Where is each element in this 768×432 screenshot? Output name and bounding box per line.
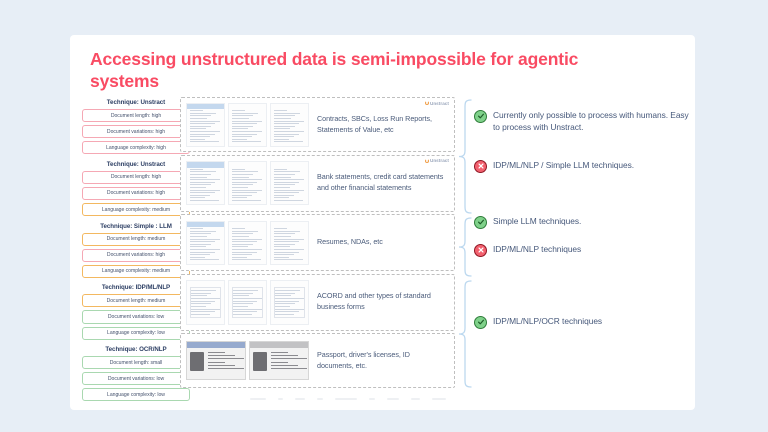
outcome-text: IDP/ML/NLP / Simple LLM techniques. <box>493 160 635 170</box>
technique-title: Technique: IDP/ML/NLP <box>101 284 171 292</box>
document-thumbnail <box>228 220 267 265</box>
document-type-description: Contracts, SBCs, Loss Run Reports, State… <box>317 113 432 134</box>
unstract-watermark: Unstract <box>424 100 449 106</box>
watermark-label: Unstract <box>429 100 449 106</box>
attribute-badge: Document variations: high <box>82 186 190 200</box>
group-bracket <box>458 217 472 277</box>
attribute-badge: Document length: small <box>82 356 190 370</box>
thumbnail-group <box>181 99 313 151</box>
technique-block: Technique: OCR/NLP Document length: small… <box>82 346 190 402</box>
outcome-text: IDP/ML/NLP/OCR techniques <box>493 316 603 326</box>
document-type-description: Bank statements, credit card statements … <box>317 172 444 192</box>
document-thumbnail <box>186 279 225 325</box>
attribute-badge: Document length: medium <box>82 232 190 246</box>
document-thumbnail <box>249 341 309 380</box>
attribute-badge: Language complexity: high <box>82 141 190 155</box>
unstract-logo-icon <box>424 158 429 163</box>
outcome-item: IDP/ML/NLP/OCR techniques <box>474 315 689 329</box>
document-type-row: Passport, driver's licenses, ID document… <box>180 333 455 388</box>
outcome-item: IDP/ML/NLP techniques <box>474 243 689 257</box>
document-thumbnail <box>186 102 225 147</box>
document-type-description: Passport, driver's licenses, ID document… <box>317 349 410 370</box>
attribute-badge: Document variations: low <box>82 310 190 324</box>
outcome-text: Currently only possible to process with … <box>493 110 689 133</box>
thumbnail-group <box>181 276 313 329</box>
document-type-description: Resumes, NDAs, etc <box>317 237 383 247</box>
thumbnail-group <box>181 217 313 269</box>
outcome-item: Currently only possible to process with … <box>474 109 689 134</box>
thumbnail-group <box>181 337 313 384</box>
outcome-item: Simple LLM techniques. <box>474 215 689 229</box>
page-title: Accessing unstructured data is semi-impo… <box>90 49 579 92</box>
check-circle-icon <box>474 215 487 229</box>
document-thumbnail <box>228 279 267 325</box>
document-thumbnail <box>270 220 309 265</box>
outcome-item: IDP/ML/NLP / Simple LLM techniques. <box>474 159 689 173</box>
technique-title: Technique: Unstract <box>106 160 166 168</box>
document-type-description: ACORD and other types of standard busine… <box>317 291 431 311</box>
check-circle-icon <box>474 315 487 329</box>
attribute-badge: Document length: medium <box>82 294 190 308</box>
footer-ghost-text <box>250 396 680 401</box>
cross-circle-icon <box>474 243 487 257</box>
document-thumbnail <box>228 161 267 205</box>
thumbnail-group <box>181 157 313 209</box>
document-type-row: Resumes, NDAs, etc <box>180 214 455 271</box>
attribute-badge: Document variations: low <box>82 372 190 386</box>
unstract-logo-icon <box>424 101 429 105</box>
document-thumbnail <box>270 279 309 325</box>
watermark-label: Unstract <box>429 158 449 163</box>
attribute-badge: Language complexity: low <box>82 326 190 340</box>
technique-title: Technique: Simple : LLM <box>100 222 172 230</box>
cross-circle-icon <box>474 159 487 173</box>
document-type-row: ACORD and other types of standard busine… <box>180 273 455 331</box>
check-circle-icon <box>474 109 487 123</box>
grouping-brackets <box>458 97 472 389</box>
attribute-badge: Language complexity: medium <box>82 202 190 217</box>
group-bracket <box>458 280 472 388</box>
technique-block: Technique: IDP/ML/NLP Document length: me… <box>82 284 190 340</box>
group-bracket <box>458 99 472 214</box>
document-thumbnail <box>270 161 309 205</box>
slide-card: Accessing unstructured data is semi-impo… <box>70 35 695 410</box>
technique-block: Technique: Simple : LLM Document length: … <box>82 223 190 278</box>
attribute-badge: Document length: high <box>82 170 190 184</box>
technique-title: Technique: OCR/NLP <box>105 346 167 354</box>
document-thumbnail <box>186 341 246 380</box>
document-thumbnail <box>228 102 267 147</box>
technique-title: Technique: Unstract <box>106 99 166 106</box>
document-thumbnail <box>270 102 309 147</box>
outcome-text: IDP/ML/NLP techniques <box>493 244 582 254</box>
attribute-badge: Document variations: high <box>82 125 190 139</box>
document-thumbnail <box>186 220 225 265</box>
attribute-badge: Language complexity: medium <box>82 264 190 278</box>
document-thumbnail <box>186 161 225 205</box>
attribute-badge: Language complexity: low <box>82 388 190 402</box>
unstract-watermark: Unstract <box>424 158 449 163</box>
attribute-badge: Document length: high <box>82 109 190 123</box>
outcome-text: Simple LLM techniques. <box>493 216 582 226</box>
attribute-badge: Document variations: high <box>82 248 190 262</box>
